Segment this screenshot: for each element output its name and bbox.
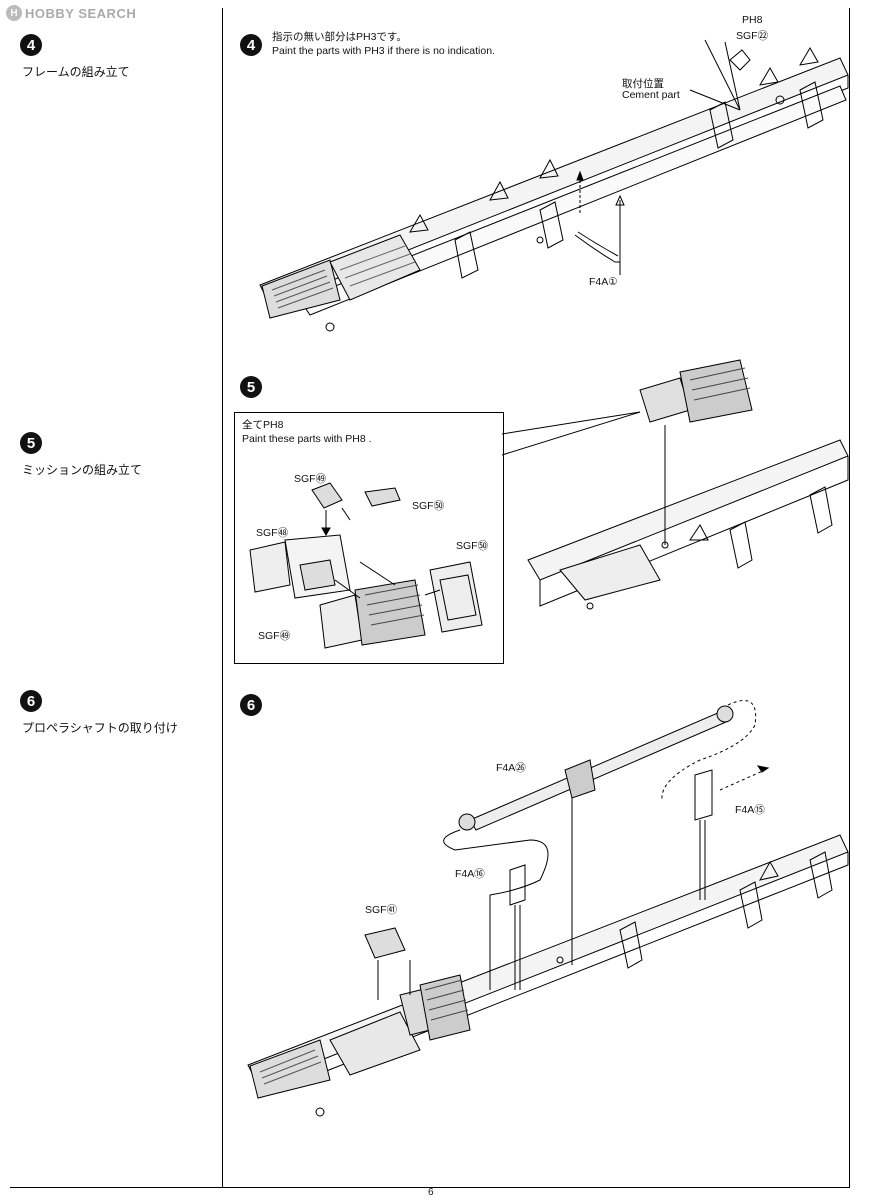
logo-mark-icon: H	[6, 5, 22, 21]
divider-right	[849, 8, 850, 1188]
callout-f4a1: F4A①	[589, 276, 618, 288]
step-5-badge: 5	[240, 376, 262, 398]
page-number: 6	[428, 1187, 434, 1198]
callout-f4a15: F4A⑮	[735, 804, 765, 816]
callout-ph8-step4: PH8	[742, 14, 763, 26]
step-6-propeller-shaft-drawing	[443, 700, 770, 990]
callout-sgf22: SGF㉒	[736, 30, 769, 42]
step-4-frame-drawing	[259, 39, 849, 332]
callout-sgf49: SGF㊾	[258, 630, 291, 642]
callout-sgf50: SGF㊿	[456, 540, 489, 552]
callout-sgf48: SGF㊽	[256, 527, 289, 539]
callout-cement-jp: 取付位置	[622, 78, 664, 90]
step-5-frame-drawing	[527, 359, 849, 610]
divider-bottom	[10, 1187, 850, 1188]
step-5-inset-jp: 全てPH8	[242, 419, 284, 431]
callout-sgf51: SGF㊿	[412, 500, 445, 512]
side-step-5-title: ミッションの組み立て	[22, 463, 143, 477]
step-4-note-jp: 指示の無い部分はPH3です。	[272, 31, 407, 43]
hobby-search-logo: H HOBBY SEARCH	[6, 4, 136, 22]
step-5-inset-parts	[249, 482, 483, 649]
callout-f4a16: F4A⑯	[455, 868, 485, 880]
step-4-badge: 4	[240, 34, 262, 56]
callout-sgf41: SGF㊶	[365, 904, 398, 916]
step-6-frame-drawing	[247, 834, 849, 1117]
callout-f4a26: F4A㉖	[496, 762, 526, 774]
side-step-4-badge: 4	[20, 34, 42, 56]
step-4-note-en: Paint the parts with PH3 if there is no …	[272, 45, 495, 57]
step-5-inset-en: Paint these parts with PH8 .	[242, 433, 372, 445]
callout-sgf52: SGF㊾	[294, 473, 327, 485]
side-step-6-title: プロペラシャフトの取り付け	[22, 721, 178, 735]
step-6-badge: 6	[240, 694, 262, 716]
callout-cement-en: Cement part	[622, 89, 680, 101]
logo-text: HOBBY SEARCH	[25, 5, 137, 21]
side-step-4-title: フレームの組み立て	[22, 65, 130, 79]
divider-left	[222, 8, 223, 1188]
side-step-5-badge: 5	[20, 432, 42, 454]
step-5-inset-box	[234, 412, 504, 664]
side-step-6-badge: 6	[20, 690, 42, 712]
